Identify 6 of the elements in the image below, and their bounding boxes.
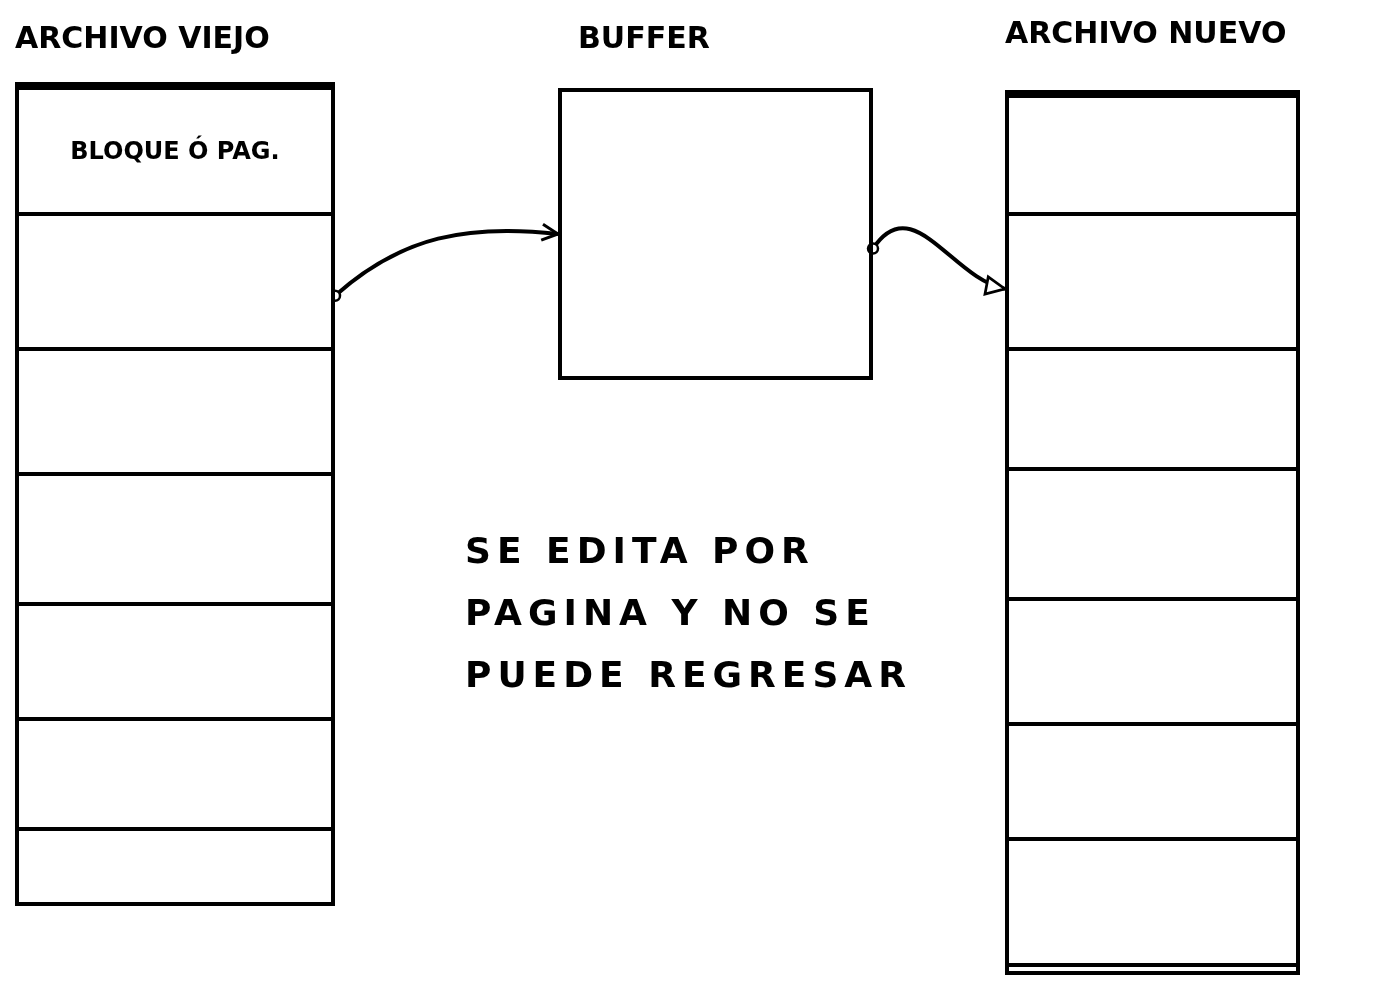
note: SE EDITA POR PAGINA Y NO SE PUEDE REGRESAR xyxy=(465,529,913,697)
column-heading: ARCHIVO NUEVO xyxy=(1005,15,1287,50)
block-label: BLOQUE Ó PAG. xyxy=(69,137,281,165)
box-heading: BUFFER xyxy=(578,20,710,55)
column-heading: ARCHIVO VIEJO xyxy=(15,20,270,55)
arrow xyxy=(866,226,1007,294)
